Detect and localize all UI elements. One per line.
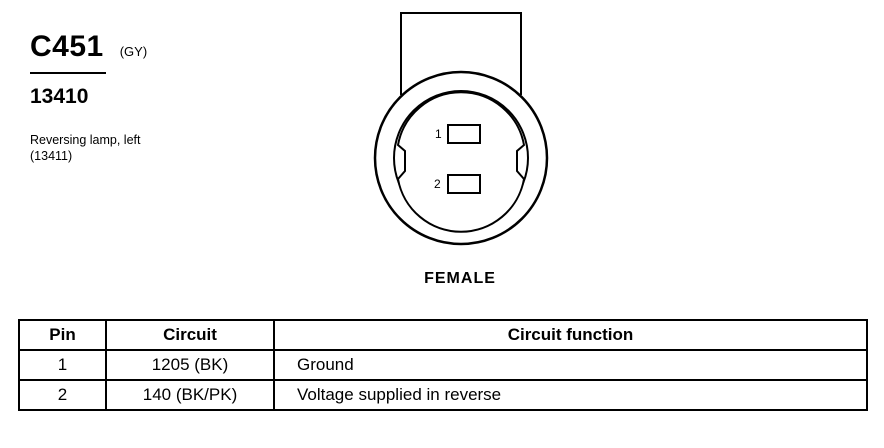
- header-circuit-function: Circuit function: [273, 319, 868, 351]
- pin-1-terminal: [447, 124, 481, 144]
- connector-keyed-face: [396, 91, 526, 233]
- circuit-cell: 140 (BK/PK): [105, 379, 275, 411]
- header-pin: Pin: [18, 319, 107, 351]
- header-divider: [30, 72, 106, 74]
- connector-gender-label: FEMALE: [424, 270, 496, 287]
- pin-cell: 1: [18, 349, 107, 381]
- part-number: 13410: [30, 85, 89, 108]
- connector-description: Reversing lamp, left (13411): [30, 132, 140, 164]
- table-row: 1 1205 (BK) Ground: [18, 349, 868, 381]
- pin-2-label: 2: [434, 177, 441, 191]
- circuit-function-cell: Voltage supplied in reverse: [273, 379, 868, 411]
- table-row: 2 140 (BK/PK) Voltage supplied in revers…: [18, 379, 868, 411]
- connector-color: (GY): [119, 44, 148, 59]
- connector-header: C451 (GY) 13410 Reversing lamp, left (134…: [30, 30, 200, 163]
- pin-2-terminal: [447, 174, 481, 194]
- description-line-1: Reversing lamp, left: [30, 133, 141, 147]
- cable-housing: [400, 12, 522, 95]
- pin-1-label: 1: [435, 127, 442, 141]
- pin-cell: 2: [18, 379, 107, 411]
- circuit-cell: 1205 (BK): [105, 349, 275, 381]
- pin-table: Pin Circuit Circuit function 1 1205 (BK)…: [18, 319, 868, 411]
- pin-table-header-row: Pin Circuit Circuit function: [18, 319, 868, 351]
- circuit-function-cell: Ground: [273, 349, 868, 381]
- connector-id: C451: [30, 30, 104, 63]
- header-circuit: Circuit: [105, 319, 275, 351]
- description-line-2: (13411): [30, 149, 73, 163]
